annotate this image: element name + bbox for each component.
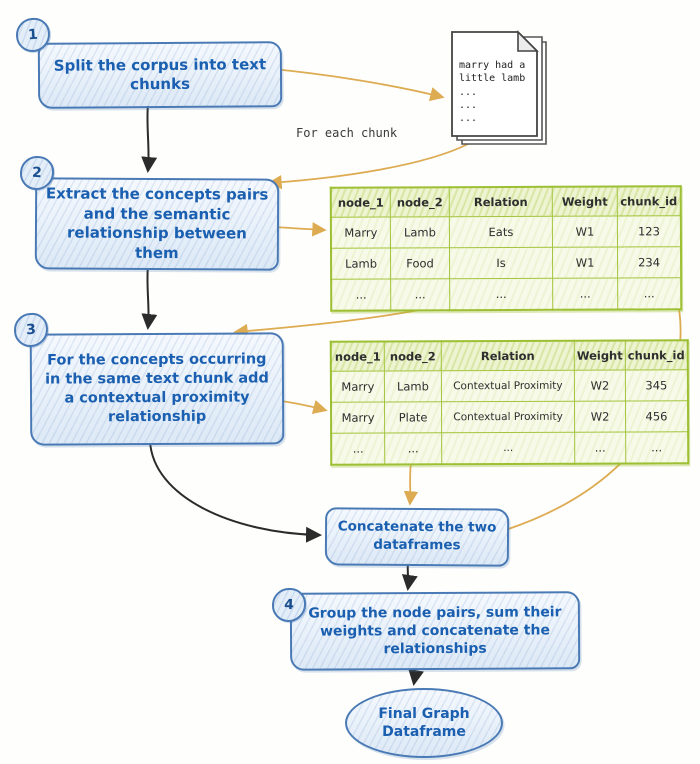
table-cell: ... (574, 431, 626, 464)
table-header-cell: chunk_id (625, 340, 688, 370)
table-header-cell: node_2 (384, 341, 442, 372)
document-line: ... (459, 113, 477, 124)
table-cell: Marry (330, 402, 385, 434)
table-cell: Marry (330, 217, 391, 249)
document-line: little lamb (459, 73, 525, 84)
table-cell: Plate (384, 401, 442, 434)
table-header-cell: chunk_id (617, 186, 681, 217)
semantic-relationship-table: node_1 node_2 Relation Weight chunk_id M… (329, 185, 683, 312)
document-page-front (451, 31, 538, 137)
table-row: Lamb Food Is W1 234 (330, 246, 682, 280)
table-cell: ... (552, 278, 618, 310)
table-cell: ... (617, 277, 682, 310)
table-cell: Lamb (390, 216, 450, 249)
step-2-box: Extract the concepts pairs and the seman… (34, 177, 280, 271)
table-cell: Lamb (384, 370, 442, 403)
table-row: Marry Lamb Eats W1 123 (330, 215, 681, 249)
arrow-document-to-step2 (267, 143, 469, 190)
step-2-label: Extract the concepts pairs and the seman… (45, 184, 269, 262)
step-3-box: For the concepts occurring in the same t… (29, 332, 285, 446)
table-row: Marry Plate Contextual Proximity W2 456 (330, 400, 689, 434)
step-4-label: Group the node pairs, sum their weights … (308, 604, 562, 658)
text-chunks-document: marry had a little lamb ... ... ... (451, 30, 547, 145)
for-each-chunk-label: For each chunk (296, 126, 398, 140)
table-cell: Marry (330, 371, 385, 403)
table-cell: ... (384, 432, 442, 465)
table-header-cell: Relation (449, 186, 553, 217)
table-cell: Contextual Proximity (441, 370, 575, 402)
document-corner-fold-icon (517, 30, 539, 52)
document-line: ... (459, 87, 477, 98)
step-1-box: Split the corpus into text chunks (37, 41, 283, 109)
final-graph-label: Final Graph Dataframe (378, 705, 470, 740)
table-row: Marry Lamb Contextual Proximity W2 345 (330, 369, 688, 403)
table-cell: W1 (552, 247, 618, 279)
table-cell: ... (441, 432, 575, 465)
arrow-step1-to-document (261, 67, 445, 102)
arrow-step2-to-step3 (141, 264, 158, 330)
table-cell: ... (449, 278, 553, 311)
table-header-cell: node_1 (330, 187, 391, 218)
step-1-label: Split the corpus into text chunks (53, 54, 267, 94)
concatenate-box: Concatenate the two dataframes (324, 507, 510, 567)
table-cell: 456 (625, 400, 689, 432)
table-cell: W1 (552, 216, 618, 248)
step-3-label: For the concepts occurring in the same t… (45, 351, 269, 426)
table-cell: Is (449, 247, 553, 279)
arrow-table2-to-concatenate (403, 462, 419, 506)
table-header-cell: node_1 (330, 341, 385, 372)
contextual-proximity-table: node_1 node_2 Relation Weight chunk_id M… (329, 339, 690, 466)
table-cell: ... (390, 278, 450, 311)
arrow-step3-to-concatenate (149, 440, 322, 543)
table-cell: W2 (574, 369, 626, 402)
table-cell: Food (390, 247, 450, 280)
table-cell: Lamb (330, 248, 391, 280)
table-cell: ... (331, 433, 385, 465)
table-header-cell: Weight (552, 186, 618, 217)
final-graph-node: Final Graph Dataframe (345, 688, 503, 758)
table-cell: Contextual Proximity (441, 401, 575, 433)
arrow-step1-to-step2 (141, 103, 158, 173)
document-line: ... (459, 100, 477, 111)
table-cell: Eats (449, 216, 553, 248)
table-cell: ... (331, 279, 391, 311)
table-cell: W2 (574, 400, 626, 433)
table-row: ... ... ... ... ... (331, 431, 689, 465)
table-cell: 234 (617, 246, 682, 279)
table-header-cell: node_2 (390, 187, 450, 218)
table-cell: 345 (625, 369, 688, 401)
table-header-row: node_1 node_2 Relation Weight chunk_id (330, 186, 681, 218)
table-header-cell: Weight (574, 340, 626, 371)
table-header-cell: Relation (441, 340, 575, 371)
document-line: marry had a (459, 60, 525, 71)
table-header-row: node_1 node_2 Relation Weight chunk_id (330, 340, 688, 372)
table-cell: ... (625, 431, 689, 464)
table-cell: 123 (617, 215, 681, 248)
step-4-box: Group the node pairs, sum their weights … (289, 591, 581, 671)
concatenate-label: Concatenate the two dataframes (337, 518, 497, 554)
table-row: ... ... ... ... ... (331, 277, 682, 311)
